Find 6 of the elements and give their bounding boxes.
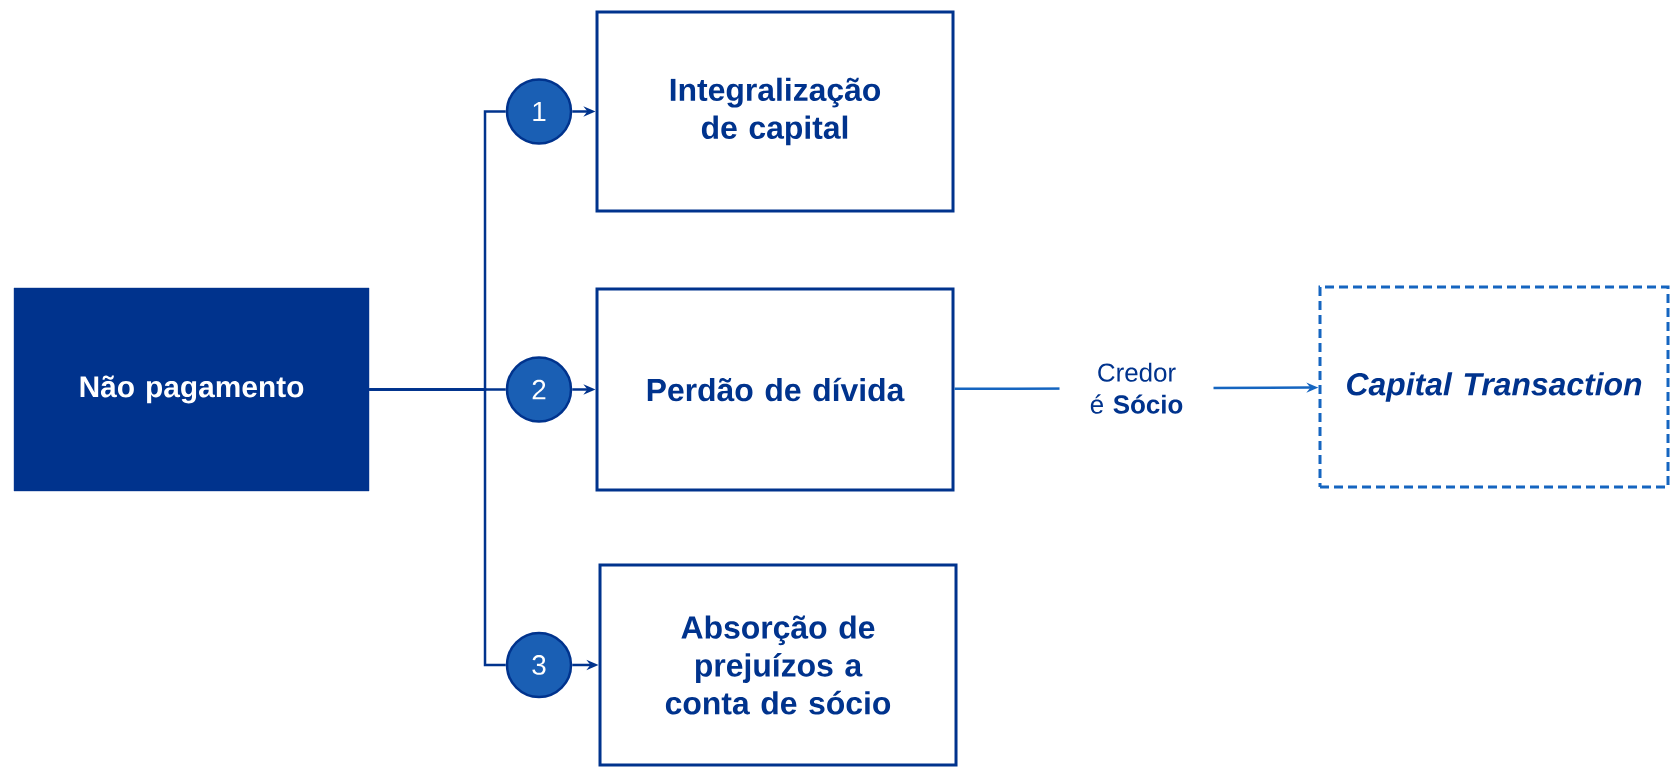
process-box: Perdão de dívida	[595, 287, 955, 492]
process-box: Integralização de capital	[595, 10, 955, 213]
edge-label: Credor é Sócio	[1059, 360, 1214, 416]
process-box: Absorção de prejuízos a conta de sócio	[598, 563, 958, 767]
process-box: Não pagamento	[13, 287, 370, 492]
dashed-box: Capital Transaction	[1318, 285, 1670, 489]
